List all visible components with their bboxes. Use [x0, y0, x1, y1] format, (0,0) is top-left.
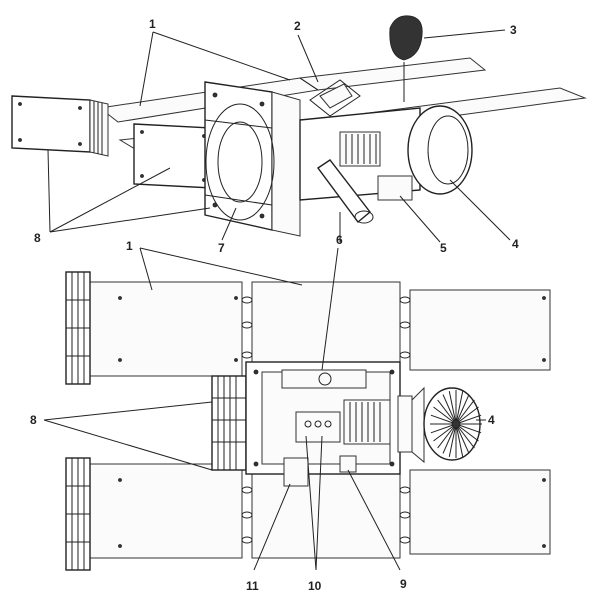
- dish-spoke: [455, 406, 479, 425]
- callout-9: 9: [400, 577, 407, 591]
- callout-6: 6: [336, 233, 343, 247]
- leader-lines-bottom: [43, 247, 486, 571]
- callout-5: 5: [440, 241, 447, 255]
- radiator-array-bottom: [65, 457, 91, 571]
- dish-spoke: [448, 423, 457, 457]
- callout-11: 11: [246, 579, 259, 593]
- radiator-block-upper: [11, 95, 109, 157]
- dish-spoke: [430, 414, 457, 425]
- callout-4-top: 4: [512, 237, 519, 251]
- callout-8-top: 8: [34, 231, 41, 245]
- dish-spoke: [455, 399, 475, 425]
- dish-spoke: [448, 391, 457, 425]
- callout-4-bottom: 4: [488, 413, 495, 427]
- callout-3: 3: [510, 23, 517, 37]
- plan-view: [43, 247, 551, 571]
- dish-spoke: [442, 394, 457, 425]
- dish-spoke: [437, 399, 457, 425]
- solar-panel-left-top: [89, 281, 243, 377]
- radiator-array-top: [65, 271, 91, 385]
- solar-panel-right-bottom: [409, 469, 551, 555]
- dish-spoke: [455, 423, 479, 442]
- hinge-bolts: [241, 296, 411, 544]
- solar-panel-right-top: [409, 289, 551, 371]
- dish-spoke: [455, 423, 482, 434]
- dish-spoke: [455, 423, 464, 457]
- dish-spoke: [433, 423, 457, 442]
- solar-panel-center-bottom: [251, 473, 401, 559]
- dish-spoke: [455, 391, 464, 425]
- dish-spoke: [442, 423, 457, 454]
- solar-panel-center-top: [251, 281, 401, 363]
- spacecraft-body-plan: [245, 361, 401, 487]
- callout-8-bottom: 8: [30, 413, 37, 427]
- callout-7: 7: [218, 241, 225, 255]
- dish-spoke: [437, 423, 457, 449]
- dish-spoke: [455, 423, 475, 449]
- dish-spoke: [455, 414, 482, 425]
- callout-labels: 1 2 3 4 5 6 7 8 1 8 4 11 10 9: [30, 17, 519, 593]
- radiator-array-center: [211, 375, 247, 471]
- spacecraft-body-perspective: [204, 79, 473, 237]
- dish-antenna-plan: [397, 386, 482, 464]
- perspective-view: [11, 15, 587, 243]
- callout-2: 2: [294, 19, 301, 33]
- solar-panel-left-bottom: [89, 463, 243, 559]
- callout-10: 10: [308, 579, 322, 593]
- dish-spoke: [455, 394, 470, 425]
- dish-spoke: [430, 423, 457, 434]
- leader-lines-top: [47, 29, 511, 243]
- mesh-antenna: [389, 15, 423, 102]
- callout-1-top: 1: [149, 17, 156, 31]
- dish-spoke: [455, 423, 470, 454]
- dish-spoke: [433, 406, 457, 425]
- solar-panel-upper-right: [298, 57, 487, 91]
- callout-1-bottom: 1: [126, 239, 133, 253]
